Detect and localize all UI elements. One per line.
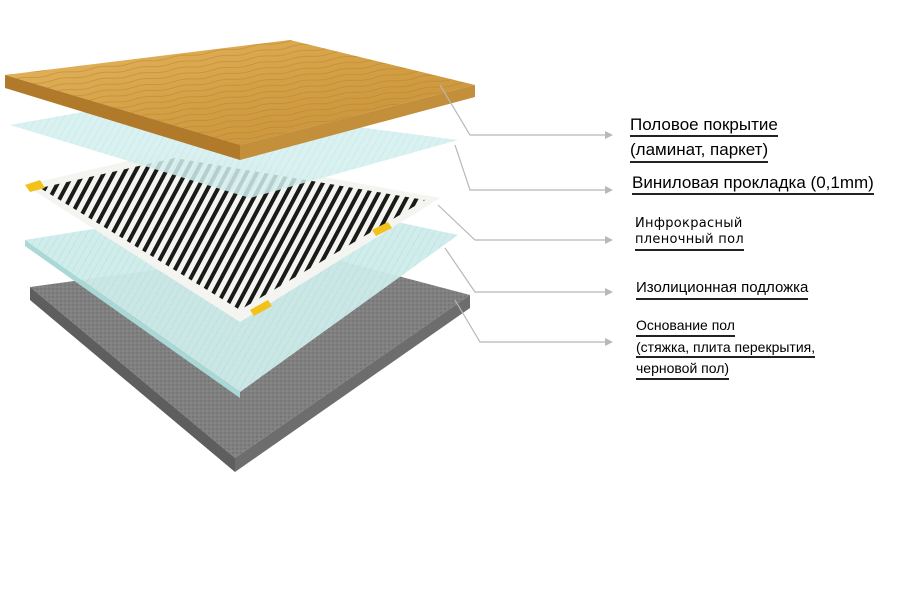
label-line: Основание пол (636, 317, 735, 337)
label-line: пленочный пол (635, 232, 744, 251)
label-line: Виниловая прокладка (0,1mm) (632, 172, 874, 196)
leader-line-laminate (439, 84, 605, 136)
label-insulation: Изолиционная подложка (636, 279, 809, 302)
leader-line-film (437, 204, 605, 241)
label-line: (стяжка, плита перекрытия, (636, 339, 816, 358)
laminate-layer (5, 40, 475, 160)
label-infrared-film: Инфрокрасный пленочный пол (635, 216, 744, 253)
arrow-icon (605, 236, 613, 244)
arrow-icon (605, 131, 613, 139)
label-vinyl: Виниловая прокладка (0,1mm) (632, 172, 874, 197)
infrared-film-layer (25, 150, 440, 322)
leader-line-base (454, 299, 605, 343)
label-laminate: Половое покрытие (ламинат, паркет) (630, 114, 778, 165)
leader-line-vinyl (454, 144, 605, 191)
leader-lines (437, 84, 605, 343)
arrow-icon (605, 338, 613, 346)
label-line: (ламинат, паркет) (630, 139, 769, 163)
arrow-icon (605, 186, 613, 194)
label-line: черновой пол) (636, 360, 730, 380)
label-line: Изолиционная подложка (636, 279, 809, 300)
arrow-icon (605, 288, 613, 296)
label-base: Основание пол (стяжка, плита перекрытия,… (636, 317, 816, 382)
leader-line-insulation (444, 247, 605, 293)
arrow-icons (605, 131, 613, 346)
label-line: Инфрокрасный (635, 216, 743, 231)
label-line: Половое покрытие (630, 114, 778, 138)
